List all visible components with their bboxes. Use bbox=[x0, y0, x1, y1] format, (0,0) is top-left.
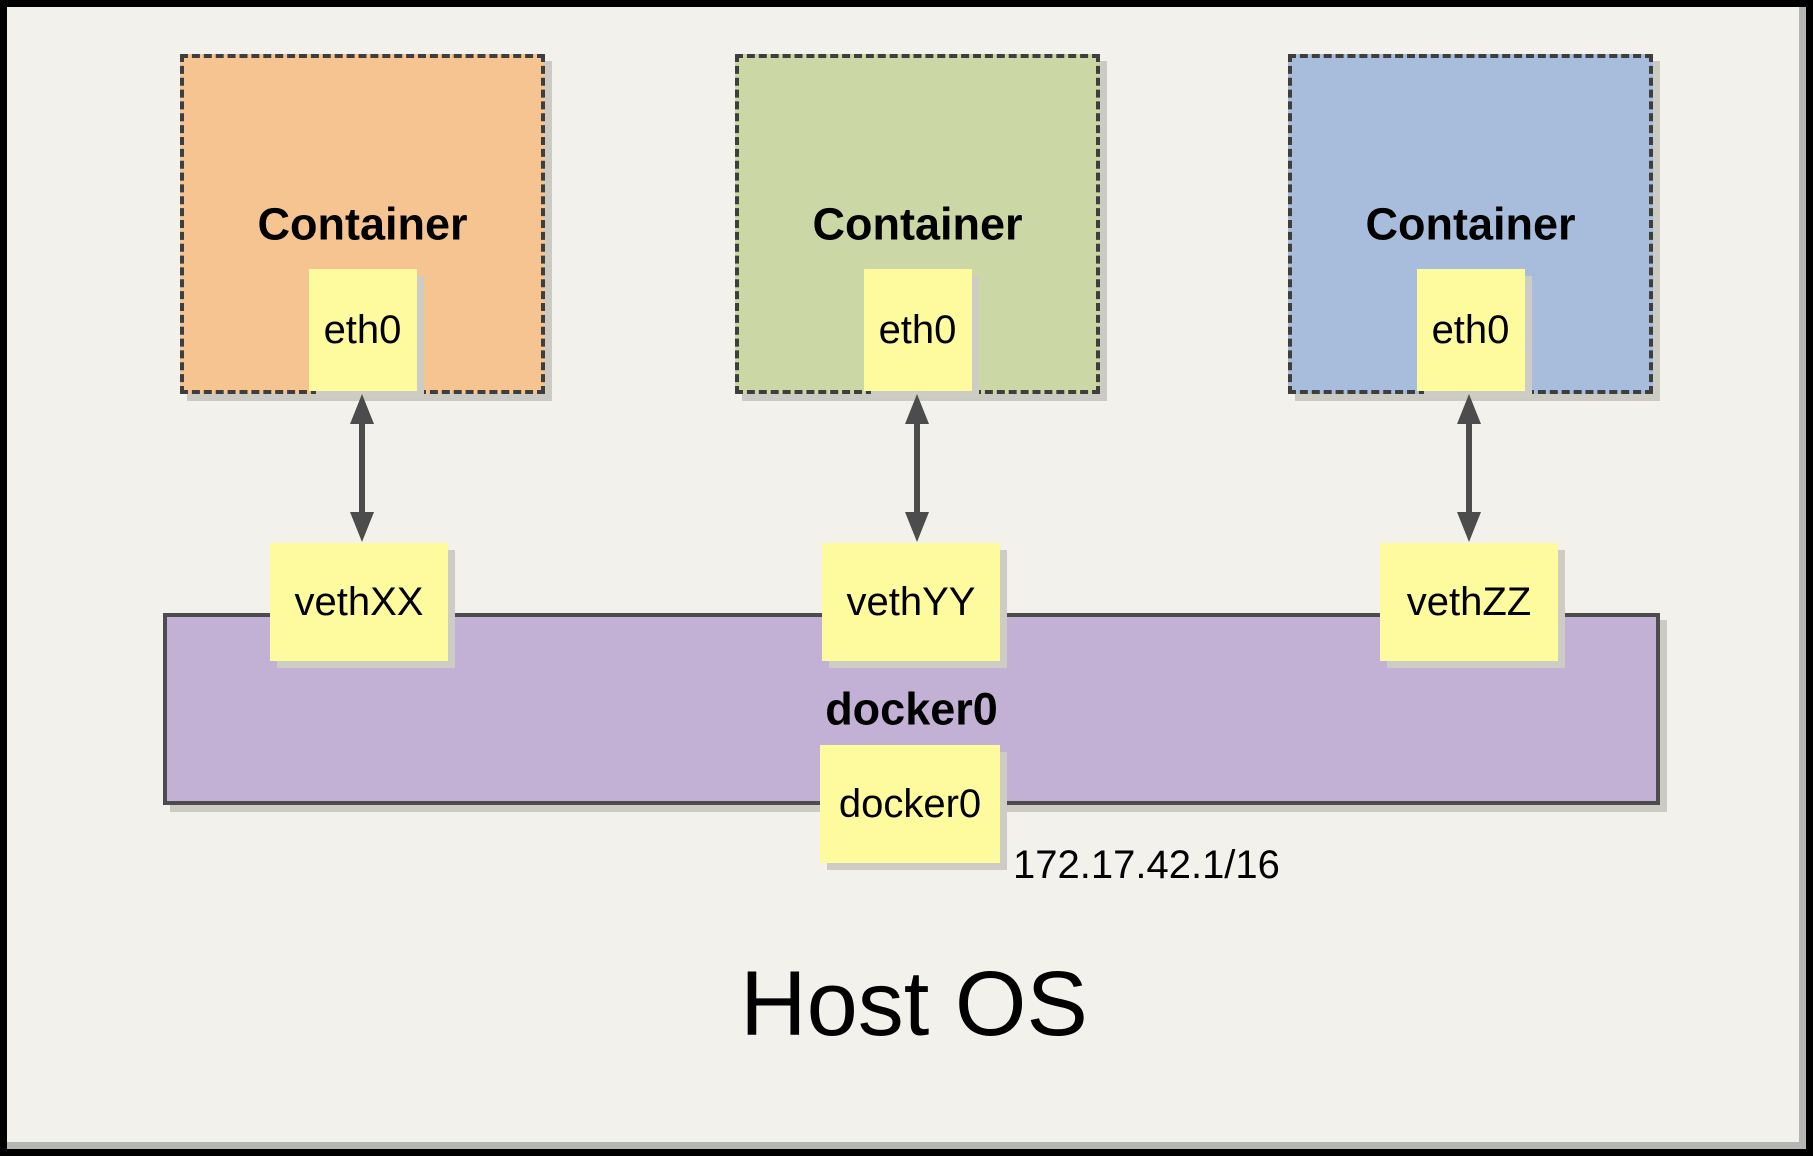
container-1-title: Container bbox=[257, 198, 468, 250]
container-1-eth0-label: eth0 bbox=[323, 308, 402, 352]
container-3-eth0-box: eth0 bbox=[1416, 269, 1525, 391]
vethzz-label: vethZZ bbox=[1406, 580, 1532, 624]
container-2-title: Container bbox=[812, 198, 1023, 250]
docker0-interface-label: docker0 bbox=[838, 782, 982, 826]
container-box-3: Container eth0 bbox=[1288, 54, 1653, 394]
vethyy-label: vethYY bbox=[846, 580, 976, 624]
container-box-2: Container eth0 bbox=[735, 54, 1100, 394]
double-arrow-icon-1 bbox=[350, 394, 374, 542]
container-2-eth0-box: eth0 bbox=[863, 269, 972, 391]
container-3-title: Container bbox=[1365, 198, 1576, 250]
host-os-title: Host OS bbox=[740, 953, 1088, 1055]
vethxx-label: vethXX bbox=[294, 580, 424, 624]
double-arrow-icon-3 bbox=[1457, 394, 1481, 542]
host-os-canvas: Container eth0 Container eth0 Container … bbox=[7, 7, 1799, 1142]
vethyy-box: vethYY bbox=[822, 543, 1000, 661]
vethzz-box: vethZZ bbox=[1380, 543, 1558, 661]
container-1-eth0-box: eth0 bbox=[308, 269, 417, 391]
bridge-ip-address: 172.17.42.1/16 bbox=[1013, 843, 1280, 887]
container-3-eth0-label: eth0 bbox=[1431, 308, 1510, 352]
docker0-interface-box: docker0 bbox=[820, 745, 1000, 863]
double-arrow-icon-2 bbox=[905, 394, 929, 542]
container-box-1: Container eth0 bbox=[180, 54, 545, 394]
docker0-bridge-label: docker0 bbox=[825, 683, 998, 735]
vethxx-box: vethXX bbox=[270, 543, 448, 661]
container-2-eth0-label: eth0 bbox=[878, 308, 957, 352]
